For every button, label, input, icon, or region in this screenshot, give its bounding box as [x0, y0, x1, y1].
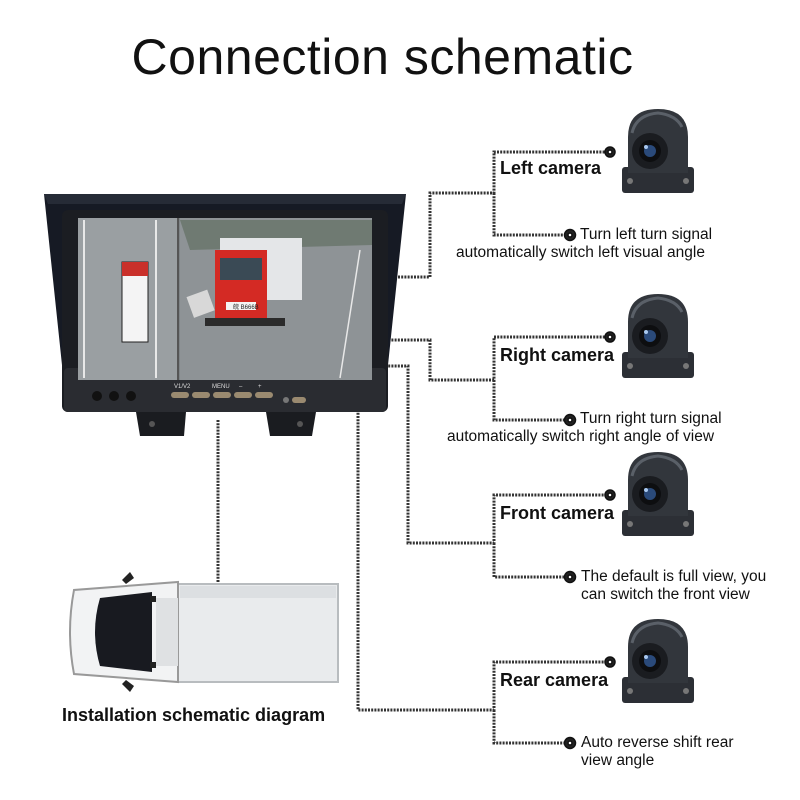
camera-icon: [622, 619, 694, 703]
button-label-plus: +: [258, 384, 262, 390]
right-camera-label: Right camera: [500, 345, 615, 365]
rear-camera-description: Auto reverse shift rear view angle: [581, 734, 734, 769]
left-camera-label: Left camera: [500, 158, 602, 178]
rear-camera-label: Rear camera: [500, 670, 609, 690]
button-label-menu: MENU: [212, 384, 230, 390]
right-camera-description: Turn right turn signal automatically swi…: [447, 410, 722, 445]
camera-icon: [622, 109, 694, 193]
button-label-v1v2: V1/V2: [174, 384, 191, 390]
page-title: Connection schematic: [131, 29, 634, 85]
truck-icon: [69, 572, 339, 692]
monitor-icon: 皖 B666B V1/V2 MENU – +: [44, 194, 406, 436]
button-label-minus: –: [239, 384, 243, 390]
plate-text: 皖 B666B: [233, 303, 259, 311]
camera-icon: [622, 294, 694, 378]
connector-dot-icon: [563, 146, 616, 750]
front-camera-description: The default is full view, you can switch…: [581, 568, 767, 603]
left-camera-description: Turn left turn signal automatically swit…: [456, 226, 713, 261]
camera-icon: [622, 452, 694, 536]
installation-diagram-label: Installation schematic diagram: [62, 705, 326, 725]
front-camera-label: Front camera: [500, 503, 615, 523]
